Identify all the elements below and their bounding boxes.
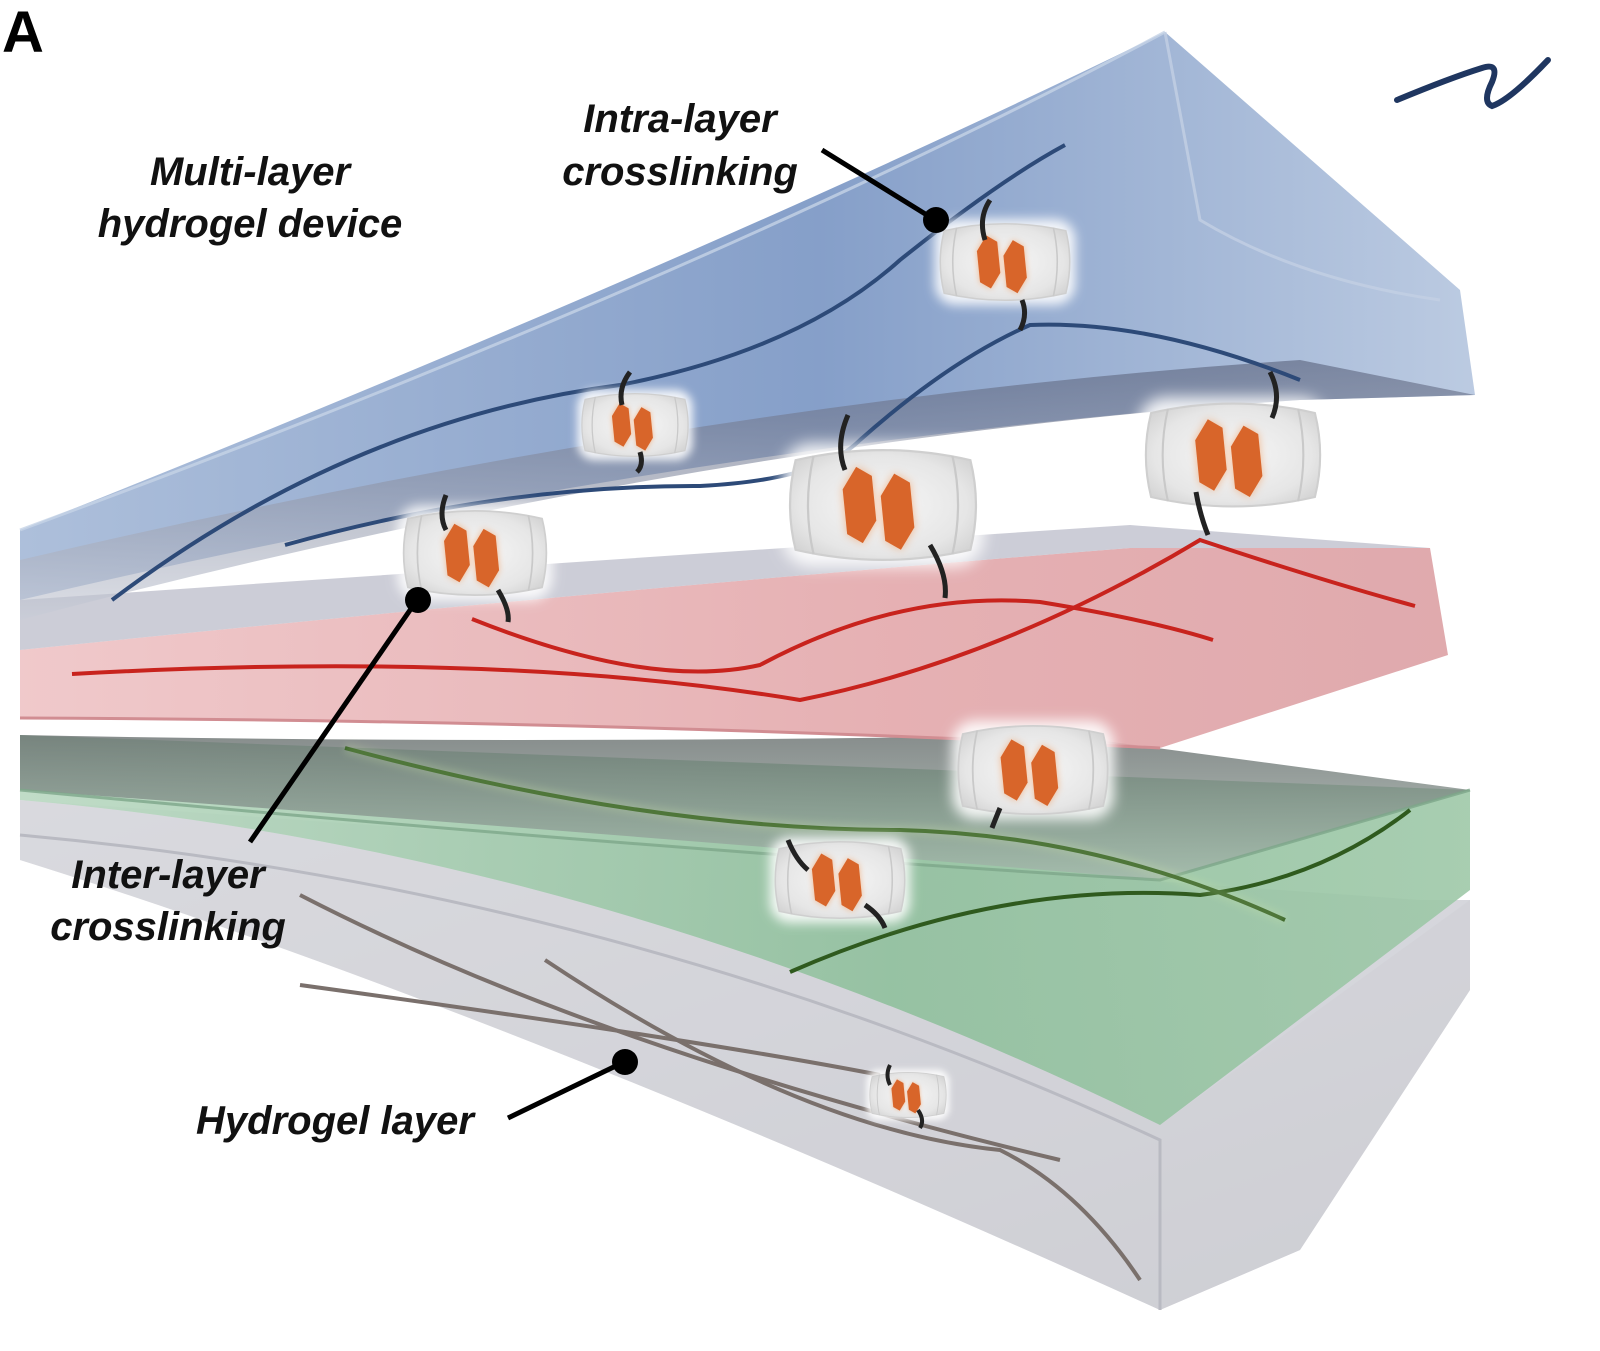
gray-chain-1 (299, 893, 1061, 1162)
intra-label-line1: Intra-layer (583, 97, 779, 141)
crosslinker-capsule-icon (1139, 397, 1328, 513)
crosslinker-capsule-icon (782, 443, 984, 566)
panel-letter: A (2, 0, 44, 65)
leader-dot-icon (923, 207, 949, 233)
crosslinker-capsule-icon (867, 1070, 950, 1121)
layer-leader-line (506, 1059, 626, 1121)
red-chain-1 (71, 537, 1416, 703)
device-label-line2: hydrogel device (98, 202, 403, 246)
blue-chain-2 (284, 322, 1301, 547)
crosslinker-capsule-icon (577, 390, 692, 460)
polymer-wave-icon (1394, 57, 1551, 110)
gray-chain-2 (543, 958, 1142, 1282)
intra-label-line2: crosslinking (562, 150, 798, 194)
inter-label-line2: crosslinking (50, 905, 286, 949)
device-label-line1: Multi-layer (150, 150, 352, 194)
crosslinkers (398, 198, 1328, 1130)
leader-dot-icon (612, 1049, 638, 1075)
red-hydrogel-layer (19, 525, 1448, 750)
intra-leader-line (820, 147, 937, 223)
crosslinker-capsule-icon (935, 219, 1075, 305)
green-chain-2 (789, 808, 1412, 974)
inter-leader-line (247, 598, 420, 844)
red-chain-2 (471, 598, 1214, 674)
hydrogel-layer-label: Hydrogel layer (196, 1099, 476, 1143)
inter-label-line1: Inter-layer (71, 853, 267, 897)
blue-hydrogel-layer (19, 30, 1475, 620)
leader-dot-icon (405, 587, 431, 613)
gray-chain-3 (299, 983, 881, 1077)
leader-lines (247, 147, 949, 1121)
crosslinker-capsule-icon (952, 721, 1114, 820)
crosslinker-capsule-icon (398, 506, 553, 601)
blue-chain-1 (110, 143, 1066, 602)
